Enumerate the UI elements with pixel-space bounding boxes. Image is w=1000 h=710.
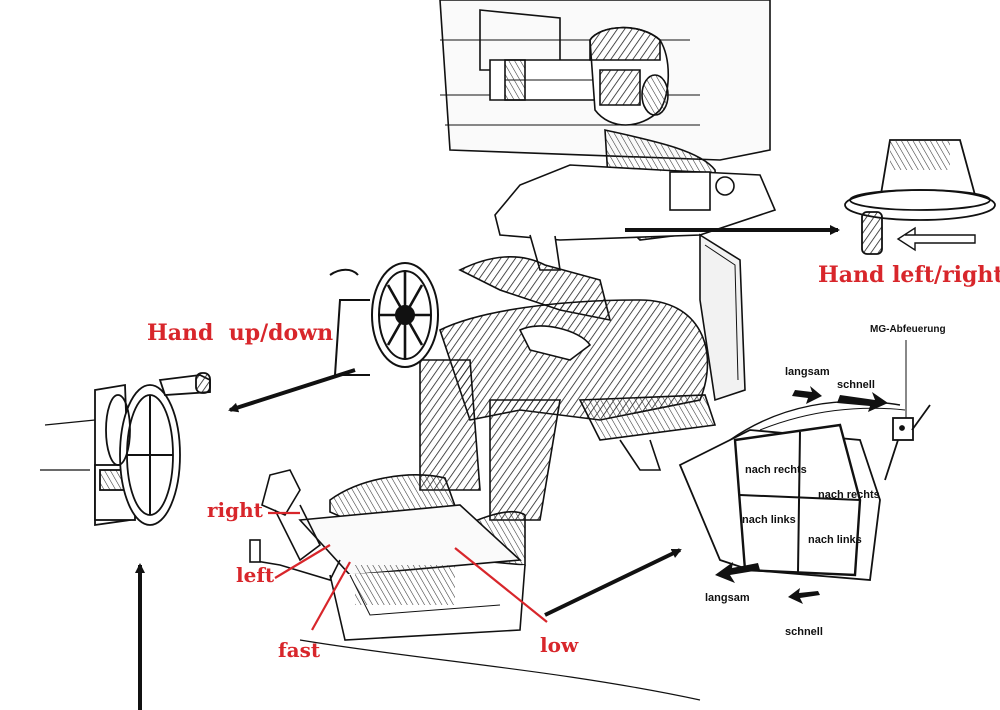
low-label: low [540,633,579,657]
nach-links-label: nach links [808,534,862,546]
red-leader-lines [268,511,548,631]
control-panel-illustration [678,340,931,604]
schnell-top-label: schnell [837,379,875,391]
scene-handwheel [329,262,439,376]
langsam-top-label: langsam [785,366,830,378]
gunner-figure-illustration [439,0,777,402]
fast-label: fast [278,638,321,662]
foot-pedal-illustration [249,469,701,701]
schnell-bottom-label: schnell [785,626,823,638]
nach-rechts-label: nach rechts [745,464,807,476]
hand-up-down-label: Hand up/down [147,320,334,346]
hand-left-right-label: Hand left/right [818,262,1000,288]
left-label: left [236,563,275,587]
rotation-arrow-icon [896,226,976,252]
langsam-bottom-label: langsam [705,592,750,604]
elevation-handwheel-illustration [40,372,211,527]
nach-links-label: nach links [742,514,796,526]
seat-cushion [578,394,717,471]
pointer-arrows [135,225,840,710]
mg-abfeuerung-label: MG-Abfeuerung [870,324,946,335]
right-label: right [207,498,263,522]
traverse-handwheel-illustration [844,139,996,255]
nach-rechts-label: nach rechts [818,489,880,501]
